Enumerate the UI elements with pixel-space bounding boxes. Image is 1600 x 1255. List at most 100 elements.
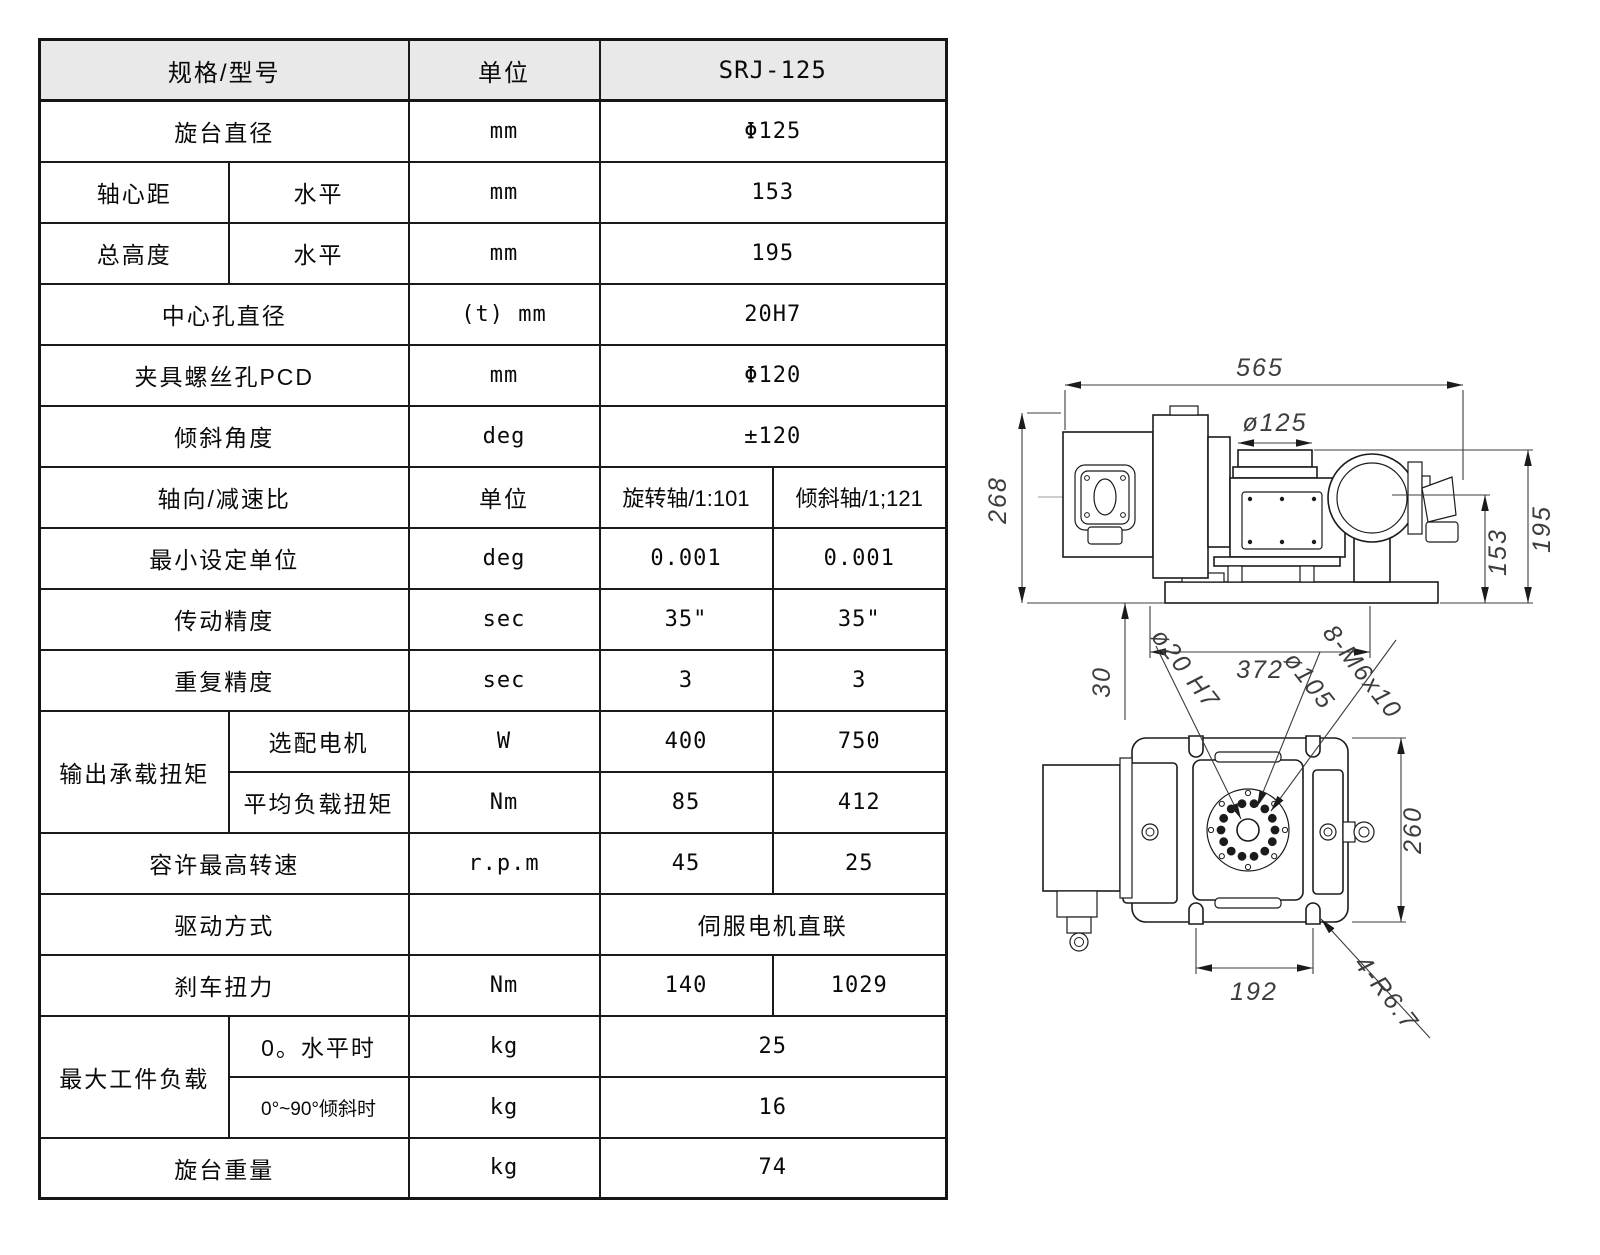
table-row: 倾斜角度 deg ±120 (38, 404, 948, 468)
row-value: ±120 (598, 404, 948, 468)
row-label: 轴向/减速比 (38, 465, 410, 529)
row-value: 74 (598, 1136, 948, 1200)
row-label: 传动精度 (38, 587, 410, 651)
row-value: Φ125 (598, 99, 948, 163)
row-value: 35" (771, 587, 948, 651)
row-group-label: 最大工件负载 (38, 1014, 230, 1139)
row-label: 0。水平时 (227, 1014, 410, 1078)
row-value: 195 (598, 221, 948, 285)
row-sublabel: 水平 (227, 221, 410, 285)
row-label: 总高度 (38, 221, 230, 285)
row-unit: mm (407, 343, 601, 407)
row-unit: mm (407, 221, 601, 285)
row-value: 400 (598, 709, 774, 773)
row-value: 153 (598, 160, 948, 224)
row-label: 容许最高转速 (38, 831, 410, 895)
row-label: 驱动方式 (38, 892, 410, 956)
dim-372: 372 (1149, 606, 1371, 684)
row-value: 412 (771, 770, 948, 834)
dim-30-label: 30 (1088, 666, 1116, 698)
dim-192: 192 (1195, 928, 1314, 1006)
row-unit: (t) mm (407, 282, 601, 346)
row-unit: Nm (407, 770, 601, 834)
row-label: 旋台直径 (38, 99, 410, 163)
row-value: 20H7 (598, 282, 948, 346)
header-spec-model: 规格/型号 (38, 38, 410, 102)
row-value: 25 (771, 831, 948, 895)
table-row: 平均负载扭矩 Nm 85 412 (40, 770, 948, 834)
technical-drawings-panel: 565 268 ø125 153 195 (960, 330, 1600, 1130)
row-unit: r.p.m (407, 831, 601, 895)
leader-slot-radius: 4-R6.7 (1320, 918, 1431, 1039)
table-header-row: 规格/型号 单位 SRJ-125 (38, 38, 948, 102)
dim-153: 153 (1392, 494, 1512, 604)
spec-table: 规格/型号 单位 SRJ-125 旋台直径 mm Φ125 轴心距 水平 mm … (38, 38, 948, 1200)
table-row: 最大工件负载 0。水平时 kg 25 (38, 1014, 948, 1139)
row-unit: mm (407, 160, 601, 224)
row-value: 140 (598, 953, 774, 1017)
row-unit: deg (407, 526, 601, 590)
row-value: 3 (598, 648, 774, 712)
row-value: 35" (598, 587, 774, 651)
row-label: 夹具螺丝孔PCD (38, 343, 410, 407)
table-row: 传动精度 sec 35" 35" (38, 587, 948, 651)
leader-105-label: ø105 (1278, 647, 1340, 715)
row-unit: kg (407, 1136, 601, 1200)
row-unit: kg (407, 1014, 601, 1078)
dim-192-label: 192 (1230, 978, 1278, 1006)
row-label: 轴心距 (38, 160, 230, 224)
dim-195-label: 195 (1528, 505, 1556, 553)
table-row: 轴向/减速比 单位 旋转轴/1:101 倾斜轴/1;121 (38, 465, 948, 529)
row-unit: W (407, 709, 601, 773)
dim-372-label: 372 (1236, 656, 1284, 684)
dim-268-label: 268 (984, 476, 1012, 525)
technical-drawings: 565 268 ø125 153 195 (984, 354, 1556, 1039)
table-row: 最小设定单位 deg 0.001 0.001 (38, 526, 948, 590)
leader-m6-label: 8-M6x10 (1317, 620, 1408, 725)
row-label: 选配电机 (227, 709, 410, 773)
row-unit: sec (407, 587, 601, 651)
row-label: 0°~90°倾斜时 (227, 1075, 410, 1139)
row-label: 旋台重量 (38, 1136, 410, 1200)
dim-125-label: ø125 (1243, 409, 1308, 437)
dim-260-label: 260 (1399, 806, 1427, 855)
dim-195: 195 (1314, 449, 1556, 604)
row-unit: Nm (407, 953, 601, 1017)
dim-565: 565 (1064, 354, 1464, 480)
row-group-label: 输出承载扭矩 (38, 709, 230, 834)
table-row: 输出承载扭矩 选配电机 W 400 750 (38, 709, 948, 834)
row-label: 倾斜角度 (38, 404, 410, 468)
table-row: 0°~90°倾斜时 kg 16 (40, 1075, 948, 1139)
dim-260: 260 (1352, 737, 1427, 923)
dim-30: 30 (1080, 602, 1165, 720)
leader-20h7-label: ø20 H7 (1145, 623, 1225, 714)
row-label: 中心孔直径 (38, 282, 410, 346)
table-row: 刹车扭力 Nm 140 1029 (38, 953, 948, 1017)
row-unit: mm (407, 99, 601, 163)
table-row: 容许最高转速 r.p.m 45 25 (38, 831, 948, 895)
row-value: 0.001 (771, 526, 948, 590)
row-unit: sec (407, 648, 601, 712)
row-value: 45 (598, 831, 774, 895)
row-value: 750 (771, 709, 948, 773)
table-row: 夹具螺丝孔PCD mm Φ120 (38, 343, 948, 407)
row-value: 1029 (771, 953, 948, 1017)
row-label: 平均负载扭矩 (227, 770, 410, 834)
table-row: 旋台直径 mm Φ125 (38, 99, 948, 163)
table-row: 总高度 水平 mm 195 (38, 221, 948, 285)
row-value: 16 (598, 1075, 948, 1139)
table-row: 驱动方式 伺服电机直联 (38, 892, 948, 956)
header-unit: 单位 (407, 38, 601, 102)
row-value-tilt: 倾斜轴/1;121 (771, 465, 948, 529)
dim-table-diameter: ø125 (1238, 409, 1312, 447)
row-sublabel: 水平 (227, 160, 410, 224)
dim-565-label: 565 (1236, 354, 1284, 382)
row-unit-empty (407, 892, 601, 956)
row-value: 3 (771, 648, 948, 712)
side-view-drawing: 565 268 ø125 153 195 (984, 354, 1556, 720)
leader-r67-label: 4-R6.7 (1348, 950, 1424, 1036)
row-value: 0.001 (598, 526, 774, 590)
row-unit: deg (407, 404, 601, 468)
row-unit: 单位 (407, 465, 601, 529)
row-label: 刹车扭力 (38, 953, 410, 1017)
